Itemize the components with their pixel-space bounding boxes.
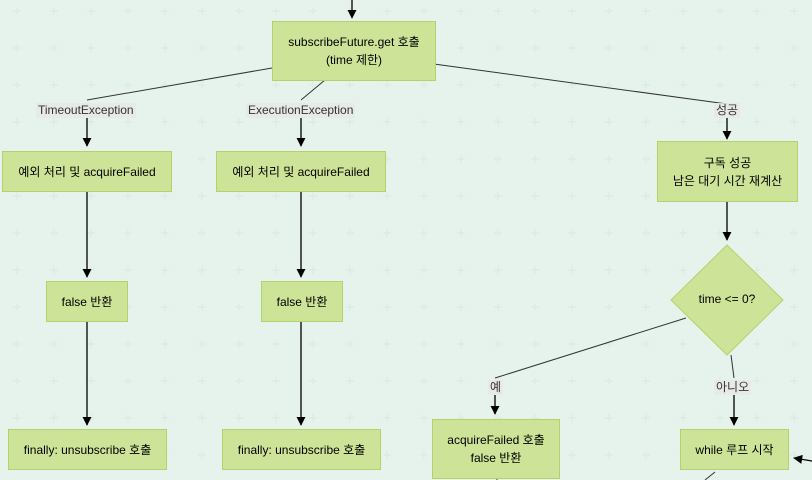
edge-label-yes: 예 — [488, 380, 504, 395]
node-subscribe-get: subscribeFuture.get 호출 (time 제한) — [272, 21, 436, 81]
node-timeout-fail-label: 예외 처리 및 acquireFailed — [18, 164, 156, 179]
node-acquire-failed: acquireFailed 호출 false 반환 — [432, 419, 560, 479]
edge-label-timeout: TimeoutException — [36, 103, 136, 118]
node-acquire-failed-line2: false 반환 — [470, 451, 522, 465]
node-time-check-label: time <= 0? — [698, 292, 756, 306]
node-subscribe-get-line1: subscribeFuture.get 호출 — [288, 35, 420, 49]
edge-to-timeout-label — [86, 67, 273, 101]
edge-to-no-label — [730, 354, 735, 379]
node-false-2: false 반환 — [261, 281, 343, 322]
edge-to-success-label — [433, 63, 728, 105]
node-while-loop: while 루프 시작 — [680, 429, 789, 470]
node-finally-1: finally: unsubscribe 호출 — [8, 429, 167, 470]
node-subscribe-get-line2: (time 제한) — [325, 53, 383, 67]
node-timeout-fail: 예외 처리 및 acquireFailed — [2, 151, 172, 192]
node-acquire-failed-line1: acquireFailed 호출 — [447, 433, 545, 447]
node-finally-1-label: finally: unsubscribe 호출 — [23, 442, 152, 457]
node-sub-success: 구독 성공 남은 대기 시간 재계산 — [657, 141, 798, 202]
time-check-diamond — [670, 244, 784, 356]
node-exec-fail-label: 예외 처리 및 acquireFailed — [232, 164, 370, 179]
node-sub-success-line2: 남은 대기 시간 재계산 — [672, 173, 783, 188]
node-false-1-label: false 반환 — [61, 294, 113, 309]
node-false-2-label: false 반환 — [276, 294, 328, 309]
node-finally-2: finally: unsubscribe 호출 — [222, 429, 381, 470]
edge-to-yes-label — [494, 317, 687, 379]
edge-while-out — [704, 471, 716, 480]
node-exec-fail: 예외 처리 및 acquireFailed — [216, 151, 386, 192]
edge-label-success: 성공 — [714, 103, 741, 118]
edge-label-no: 아니오 — [714, 380, 752, 395]
edge-to-exec-label — [300, 79, 326, 101]
edge-loop-back — [793, 454, 812, 464]
node-while-loop-label: while 루프 시작 — [695, 442, 774, 457]
node-false-1: false 반환 — [46, 281, 128, 322]
node-finally-2-label: finally: unsubscribe 호출 — [237, 442, 366, 457]
edge-label-execution: ExecutionException — [246, 103, 356, 118]
node-sub-success-line1: 구독 성공 — [703, 155, 752, 170]
